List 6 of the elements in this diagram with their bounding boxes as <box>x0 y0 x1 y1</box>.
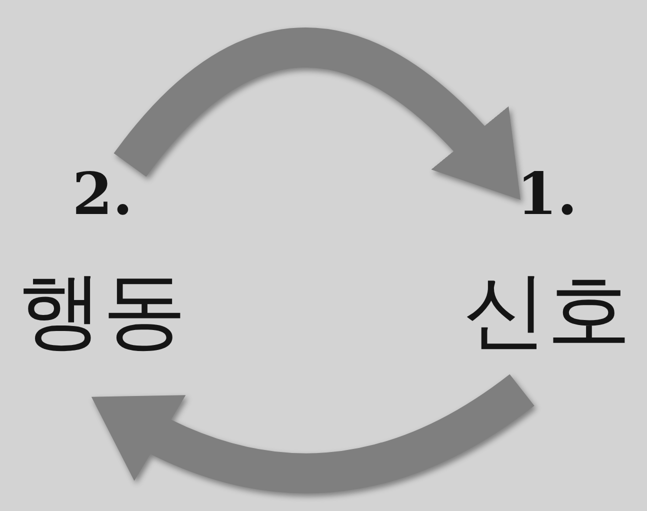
curved-arrow <box>114 28 522 199</box>
step-label: 행동 <box>18 268 186 352</box>
step-number: 1. <box>516 165 578 223</box>
step-number: 2. <box>72 165 133 223</box>
step-label: 신호 <box>463 268 631 352</box>
curved-arrow <box>90 374 534 494</box>
